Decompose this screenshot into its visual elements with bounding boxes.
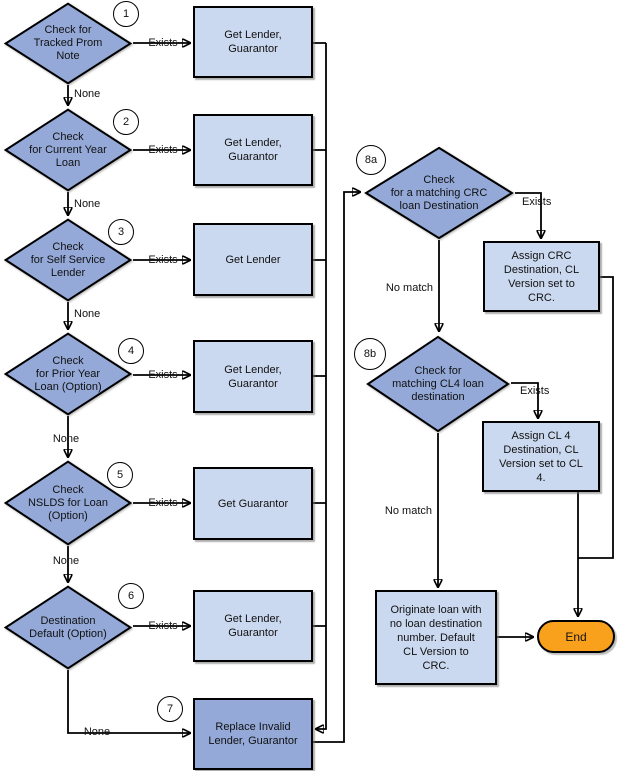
decision-label: Check for Prior Year Loan (Option) xyxy=(34,354,102,393)
step-badge-7: 7 xyxy=(157,696,183,722)
wire-bus-into-b7 xyxy=(316,43,327,729)
process-label: Get Guarantor xyxy=(217,497,289,510)
process-label: Get Lender, Guarantor xyxy=(224,137,282,163)
diamond-shape xyxy=(3,218,133,302)
diamond-shape xyxy=(365,335,511,433)
wire-d8a-exists-b8a xyxy=(515,192,541,238)
edge-label-none-2: None xyxy=(74,198,101,210)
edge-label-exists-3: Exists xyxy=(148,254,178,266)
decision-check-self-service-lender[interactable]: Check for Self Service Lender xyxy=(3,218,133,302)
decision-label: Destination Default (Option) xyxy=(29,614,107,640)
process-get-lender-guarantor-2[interactable]: Get Lender, Guarantor xyxy=(193,114,313,186)
decision-check-tracked-prom-note[interactable]: Check for Tracked Prom Note xyxy=(3,2,133,85)
diamond-shape xyxy=(3,332,133,416)
process-originate-loan-default-crc[interactable]: Originate loan with no loan destination … xyxy=(375,590,497,685)
process-label: Assign CL 4 Destination, CL Version set … xyxy=(499,429,583,484)
wire-b8a-join xyxy=(578,276,614,559)
edge-label-exists-8b: Exists xyxy=(520,385,550,397)
edge-label-exists-5: Exists xyxy=(148,497,178,509)
edge-label-exists-6: Exists xyxy=(148,620,178,632)
diamond-shape xyxy=(3,108,133,192)
wire-bus-stubs xyxy=(313,42,326,627)
process-get-lender-guarantor-1[interactable]: Get Lender, Guarantor xyxy=(193,6,313,78)
wire-d6-none-b7 xyxy=(67,670,190,733)
decision-matching-crc-destination[interactable]: Check for a matching CRC loan Destinatio… xyxy=(363,146,515,240)
process-label: Replace Invalid Lender, Guarantor xyxy=(208,721,298,747)
edge-label-exists-1: Exists xyxy=(148,37,178,49)
step-badge-3: 3 xyxy=(108,219,134,245)
edge-label-exists-2: Exists xyxy=(148,144,178,156)
step-badge-8b: 8b xyxy=(354,338,386,370)
step-badge-4: 4 xyxy=(118,338,144,364)
decision-check-current-year-loan[interactable]: Check for Current Year Loan xyxy=(3,108,133,192)
decision-label: Check for a matching CRC loan Destinatio… xyxy=(390,173,488,212)
step-badge-6: 6 xyxy=(118,583,144,609)
diamond-shape xyxy=(363,146,515,240)
process-label: Originate loan with no loan destination … xyxy=(389,603,483,672)
wire-b7-to-d8a xyxy=(313,192,360,743)
decision-check-nslds-for-loan[interactable]: Check NSLDS for Loan (Option) xyxy=(3,460,133,546)
edge-label-none-4: None xyxy=(52,433,80,445)
decision-label: Check for matching CL4 loan destination xyxy=(392,364,484,403)
process-get-lender-guarantor-6[interactable]: Get Lender, Guarantor xyxy=(193,590,313,662)
edge-label-none-1: None xyxy=(74,88,101,100)
step-badge-1: 1 xyxy=(113,1,139,27)
decision-label: Check for Self Service Lender xyxy=(30,240,106,279)
step-badge-2: 2 xyxy=(113,109,139,135)
diamond-shape xyxy=(3,585,133,670)
step-badge-5: 5 xyxy=(107,462,133,488)
terminator-end[interactable]: End xyxy=(537,620,615,653)
decision-label: Check for Current Year Loan xyxy=(29,130,107,169)
edge-label-exists-4: Exists xyxy=(148,369,178,381)
process-assign-cl4-destination[interactable]: Assign CL 4 Destination, CL Version set … xyxy=(482,421,600,492)
diamond-shape xyxy=(3,2,133,85)
edge-label-none-3: None xyxy=(74,308,101,320)
process-label: Get Lender, Guarantor xyxy=(224,613,282,639)
decision-label: Check NSLDS for Loan (Option) xyxy=(27,483,109,522)
process-get-lender[interactable]: Get Lender xyxy=(193,223,313,296)
decision-check-prior-year-loan[interactable]: Check for Prior Year Loan (Option) xyxy=(3,332,133,416)
process-label: Get Lender, Guarantor xyxy=(224,363,282,390)
wire-d8b-exists-b8b xyxy=(511,382,538,418)
edge-label-exists-8a: Exists xyxy=(522,196,552,208)
process-get-lender-guarantor-4[interactable]: Get Lender, Guarantor xyxy=(193,340,313,413)
process-assign-crc-destination[interactable]: Assign CRC Destination, CL Version set t… xyxy=(483,241,600,312)
process-label: Get Lender, Guarantor xyxy=(224,29,282,55)
edge-label-none-5: None xyxy=(52,555,80,567)
process-get-guarantor[interactable]: Get Guarantor xyxy=(193,467,313,540)
edge-label-no-match-8a: No match xyxy=(385,282,433,294)
end-label: End xyxy=(565,629,587,644)
edge-label-no-match-8b: No match xyxy=(384,505,432,517)
process-label: Assign CRC Destination, CL Version set t… xyxy=(503,249,580,304)
decision-matching-cl4-destination[interactable]: Check for matching CL4 loan destination xyxy=(365,335,511,433)
process-label: Get Lender xyxy=(225,253,281,266)
decision-destination-default[interactable]: Destination Default (Option) xyxy=(3,585,133,670)
process-replace-invalid-lender-guarantor[interactable]: Replace Invalid Lender, Guarantor xyxy=(193,698,313,770)
diamond-shape xyxy=(3,460,133,546)
edge-label-none-6: None xyxy=(83,726,111,738)
step-badge-8a: 8a xyxy=(356,145,386,175)
decision-label: Check for Tracked Prom Note xyxy=(33,24,103,62)
